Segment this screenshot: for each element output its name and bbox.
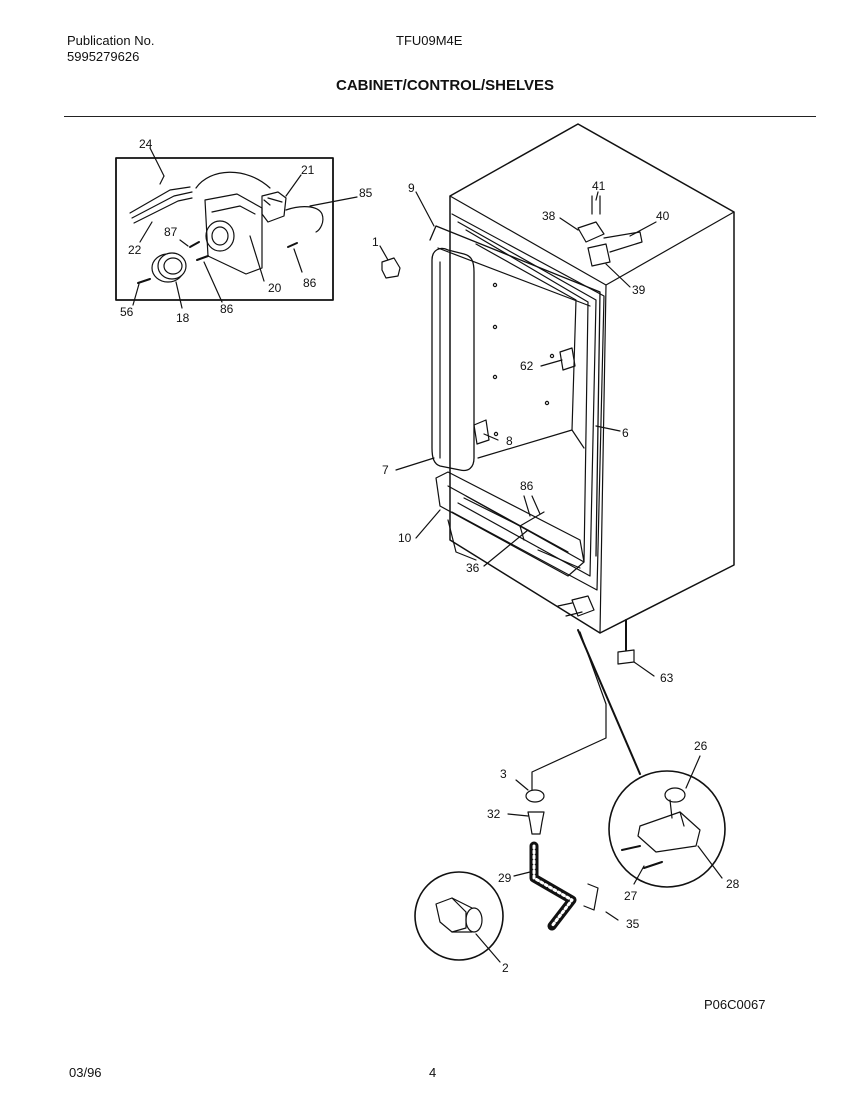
callout-40: 40 bbox=[656, 209, 670, 223]
section-title: CABINET/CONTROL/SHELVES bbox=[336, 77, 555, 94]
callout-1: 1 bbox=[372, 235, 379, 249]
callout-28: 28 bbox=[726, 877, 740, 891]
door-panel bbox=[431, 247, 475, 472]
callout-24: 24 bbox=[139, 137, 153, 151]
callout-6: 6 bbox=[622, 426, 629, 440]
callout-22: 22 bbox=[128, 243, 142, 257]
callout-38: 38 bbox=[542, 209, 556, 223]
door-frame-lower bbox=[435, 471, 585, 577]
callout-39: 39 bbox=[632, 283, 646, 297]
callout-26: 26 bbox=[694, 739, 708, 753]
callout-86-control-right: 86 bbox=[303, 276, 317, 290]
callout-32: 32 bbox=[487, 807, 501, 821]
callout-56: 56 bbox=[120, 305, 134, 319]
callout-29: 29 bbox=[498, 871, 512, 885]
header-divider bbox=[64, 116, 816, 117]
callout-36: 36 bbox=[466, 561, 480, 575]
model-number: TFU09M4E bbox=[396, 33, 463, 48]
callout-86-cabinet: 86 bbox=[520, 479, 534, 493]
footer-date: 03/96 bbox=[69, 1065, 102, 1080]
callout-21: 21 bbox=[301, 163, 315, 177]
cabinet bbox=[449, 123, 735, 634]
callout-27: 27 bbox=[624, 889, 638, 903]
callout-8: 8 bbox=[506, 434, 513, 448]
callout-63: 63 bbox=[660, 671, 674, 685]
hinge-detail-circle bbox=[608, 755, 726, 888]
callout-10: 10 bbox=[398, 531, 412, 545]
leveling-leg bbox=[617, 619, 655, 677]
callout-85: 85 bbox=[359, 186, 373, 200]
callout-9: 9 bbox=[408, 181, 415, 195]
callout-41: 41 bbox=[592, 179, 606, 193]
figure-code: P06C0067 bbox=[704, 997, 766, 1012]
callout-62: 62 bbox=[520, 359, 534, 373]
publication-number: 5995279626 bbox=[67, 49, 140, 64]
callout-7: 7 bbox=[382, 463, 389, 477]
drain-fitting-circle bbox=[414, 871, 504, 963]
control-assembly-inset bbox=[115, 147, 358, 309]
publication-label: Publication No. bbox=[67, 33, 155, 48]
callout-labels: 24 21 85 87 22 20 86 56 18 86 9 1 41 38 … bbox=[120, 137, 740, 975]
page-number: 4 bbox=[429, 1065, 437, 1080]
callout-35: 35 bbox=[626, 917, 640, 931]
callout-2: 2 bbox=[502, 961, 509, 975]
callout-87: 87 bbox=[164, 225, 178, 239]
callout-18: 18 bbox=[176, 311, 190, 325]
callout-3: 3 bbox=[500, 767, 507, 781]
callout-20: 20 bbox=[268, 281, 282, 295]
drain-assembly bbox=[507, 779, 619, 931]
callout-86-control-left: 86 bbox=[220, 302, 234, 316]
